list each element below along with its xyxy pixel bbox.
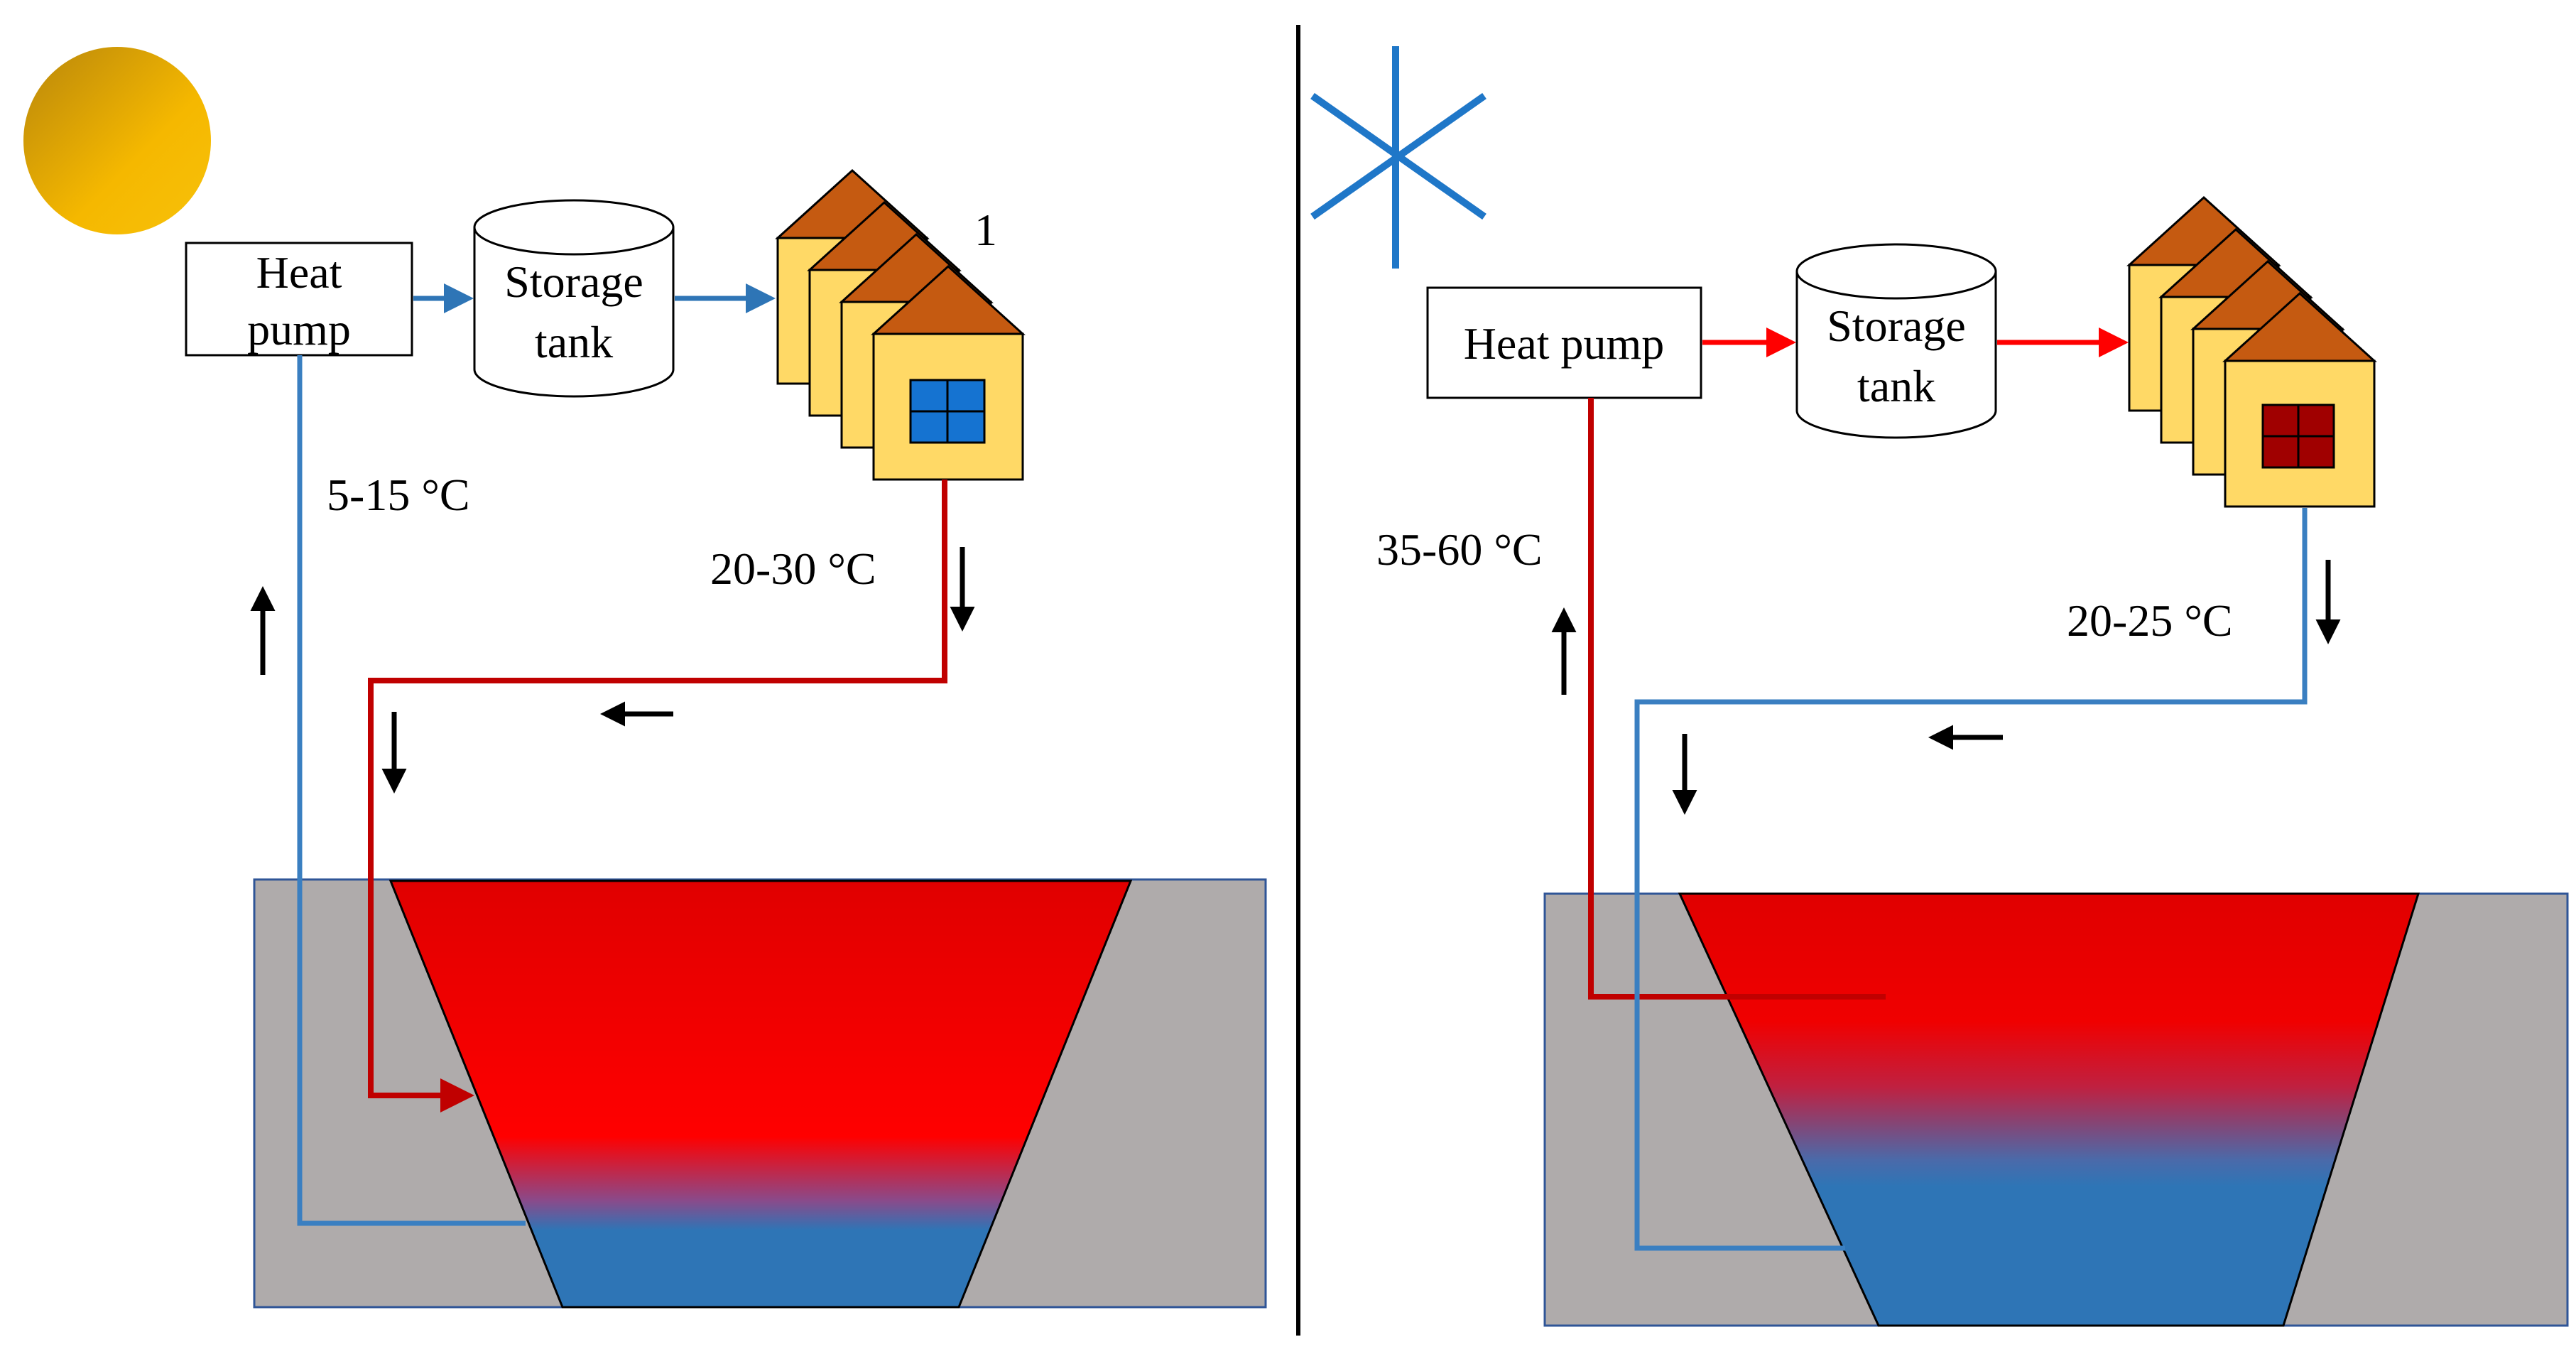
storage-tank-label-line1: Storage — [504, 256, 643, 307]
storage-tank-label-winter-line1: Storage — [1827, 301, 1966, 351]
return-pipe-summer — [368, 480, 947, 1112]
aquifer-winter — [1678, 892, 2420, 1327]
storage-tank-label-winter-line2: tank — [1857, 361, 1935, 411]
return-temp-winter: 20-25 °C — [2067, 595, 2233, 646]
heat-pump-summer: Heat pump — [185, 242, 413, 357]
buildings-summer — [776, 169, 1024, 481]
supply-temp-summer: 5-15 °C — [327, 470, 470, 520]
sun-icon — [23, 47, 211, 234]
storage-tank-summer: Storage tank — [473, 199, 675, 398]
supply-pipe-summer — [297, 355, 526, 1226]
storage-tank-winter: Storage tank — [1795, 243, 1997, 439]
supply-temp-winter: 35-60 °C — [1376, 524, 1543, 575]
return-pipe-winter — [1634, 508, 2308, 1251]
supply-pipe-winter — [1588, 398, 1886, 1000]
heat-pump-winter: Heat pump — [1426, 286, 1702, 399]
building-count-label: 1 — [974, 205, 997, 255]
buildings-winter — [2128, 196, 2376, 508]
storage-tank-label-line2: tank — [535, 317, 613, 367]
heat-pump-label-line2: pump — [247, 304, 351, 354]
aquifer-summer — [388, 879, 1133, 1309]
snowflake-icon — [1310, 46, 1487, 269]
return-temp-summer: 20-30 °C — [710, 543, 876, 594]
heat-pump-label-winter: Heat pump — [1464, 318, 1665, 369]
heat-pump-label-line1: Heat — [256, 247, 342, 298]
winter-panel: Heat pump Storage tank — [1310, 46, 2569, 1327]
summer-panel: Heat pump Storage tank 1 — [23, 47, 1267, 1309]
